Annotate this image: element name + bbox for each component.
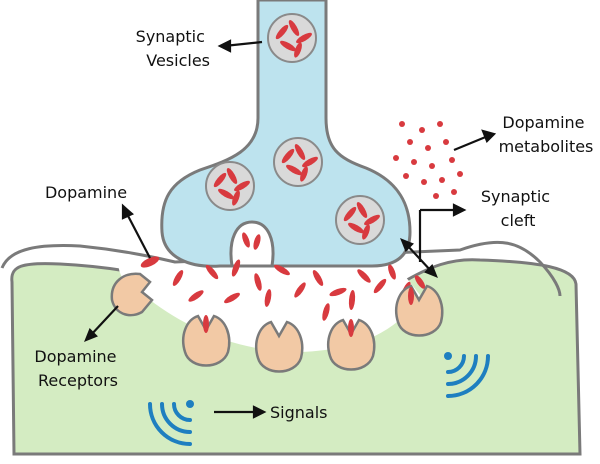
notch-dopamine: [242, 232, 261, 250]
receptor-2: [181, 314, 231, 367]
receptor-4: [326, 318, 376, 371]
annotation-arrows: [84, 39, 497, 419]
label-synaptic-vesicles: Synaptic Vesicles: [136, 27, 210, 70]
outer-membrane: [0, 240, 562, 297]
synaptic-vesicle-4: [335, 195, 385, 245]
synaptic-vesicle-2: [205, 161, 255, 211]
label-synaptic-cleft: Synaptic cleft: [481, 187, 555, 230]
label-dopamine-receptors: Dopamine Receptors: [34, 347, 121, 390]
label-dopamine-metabolites: Dopamine metabolites: [499, 113, 594, 156]
synaptic-vesicle-1: [267, 13, 317, 63]
receptor-1: [110, 272, 154, 317]
label-signals: Signals: [270, 403, 327, 422]
synaptic-vesicle-3: [273, 137, 323, 187]
terminal-notch: [229, 220, 275, 268]
receptor-5: [394, 284, 444, 337]
signal-waves-right-icon: [444, 352, 490, 398]
receptor-3: [254, 320, 304, 373]
dopamine-metabolites: [393, 121, 463, 199]
signal-waves-left-icon: [148, 400, 194, 446]
label-dopamine: Dopamine: [45, 183, 127, 202]
